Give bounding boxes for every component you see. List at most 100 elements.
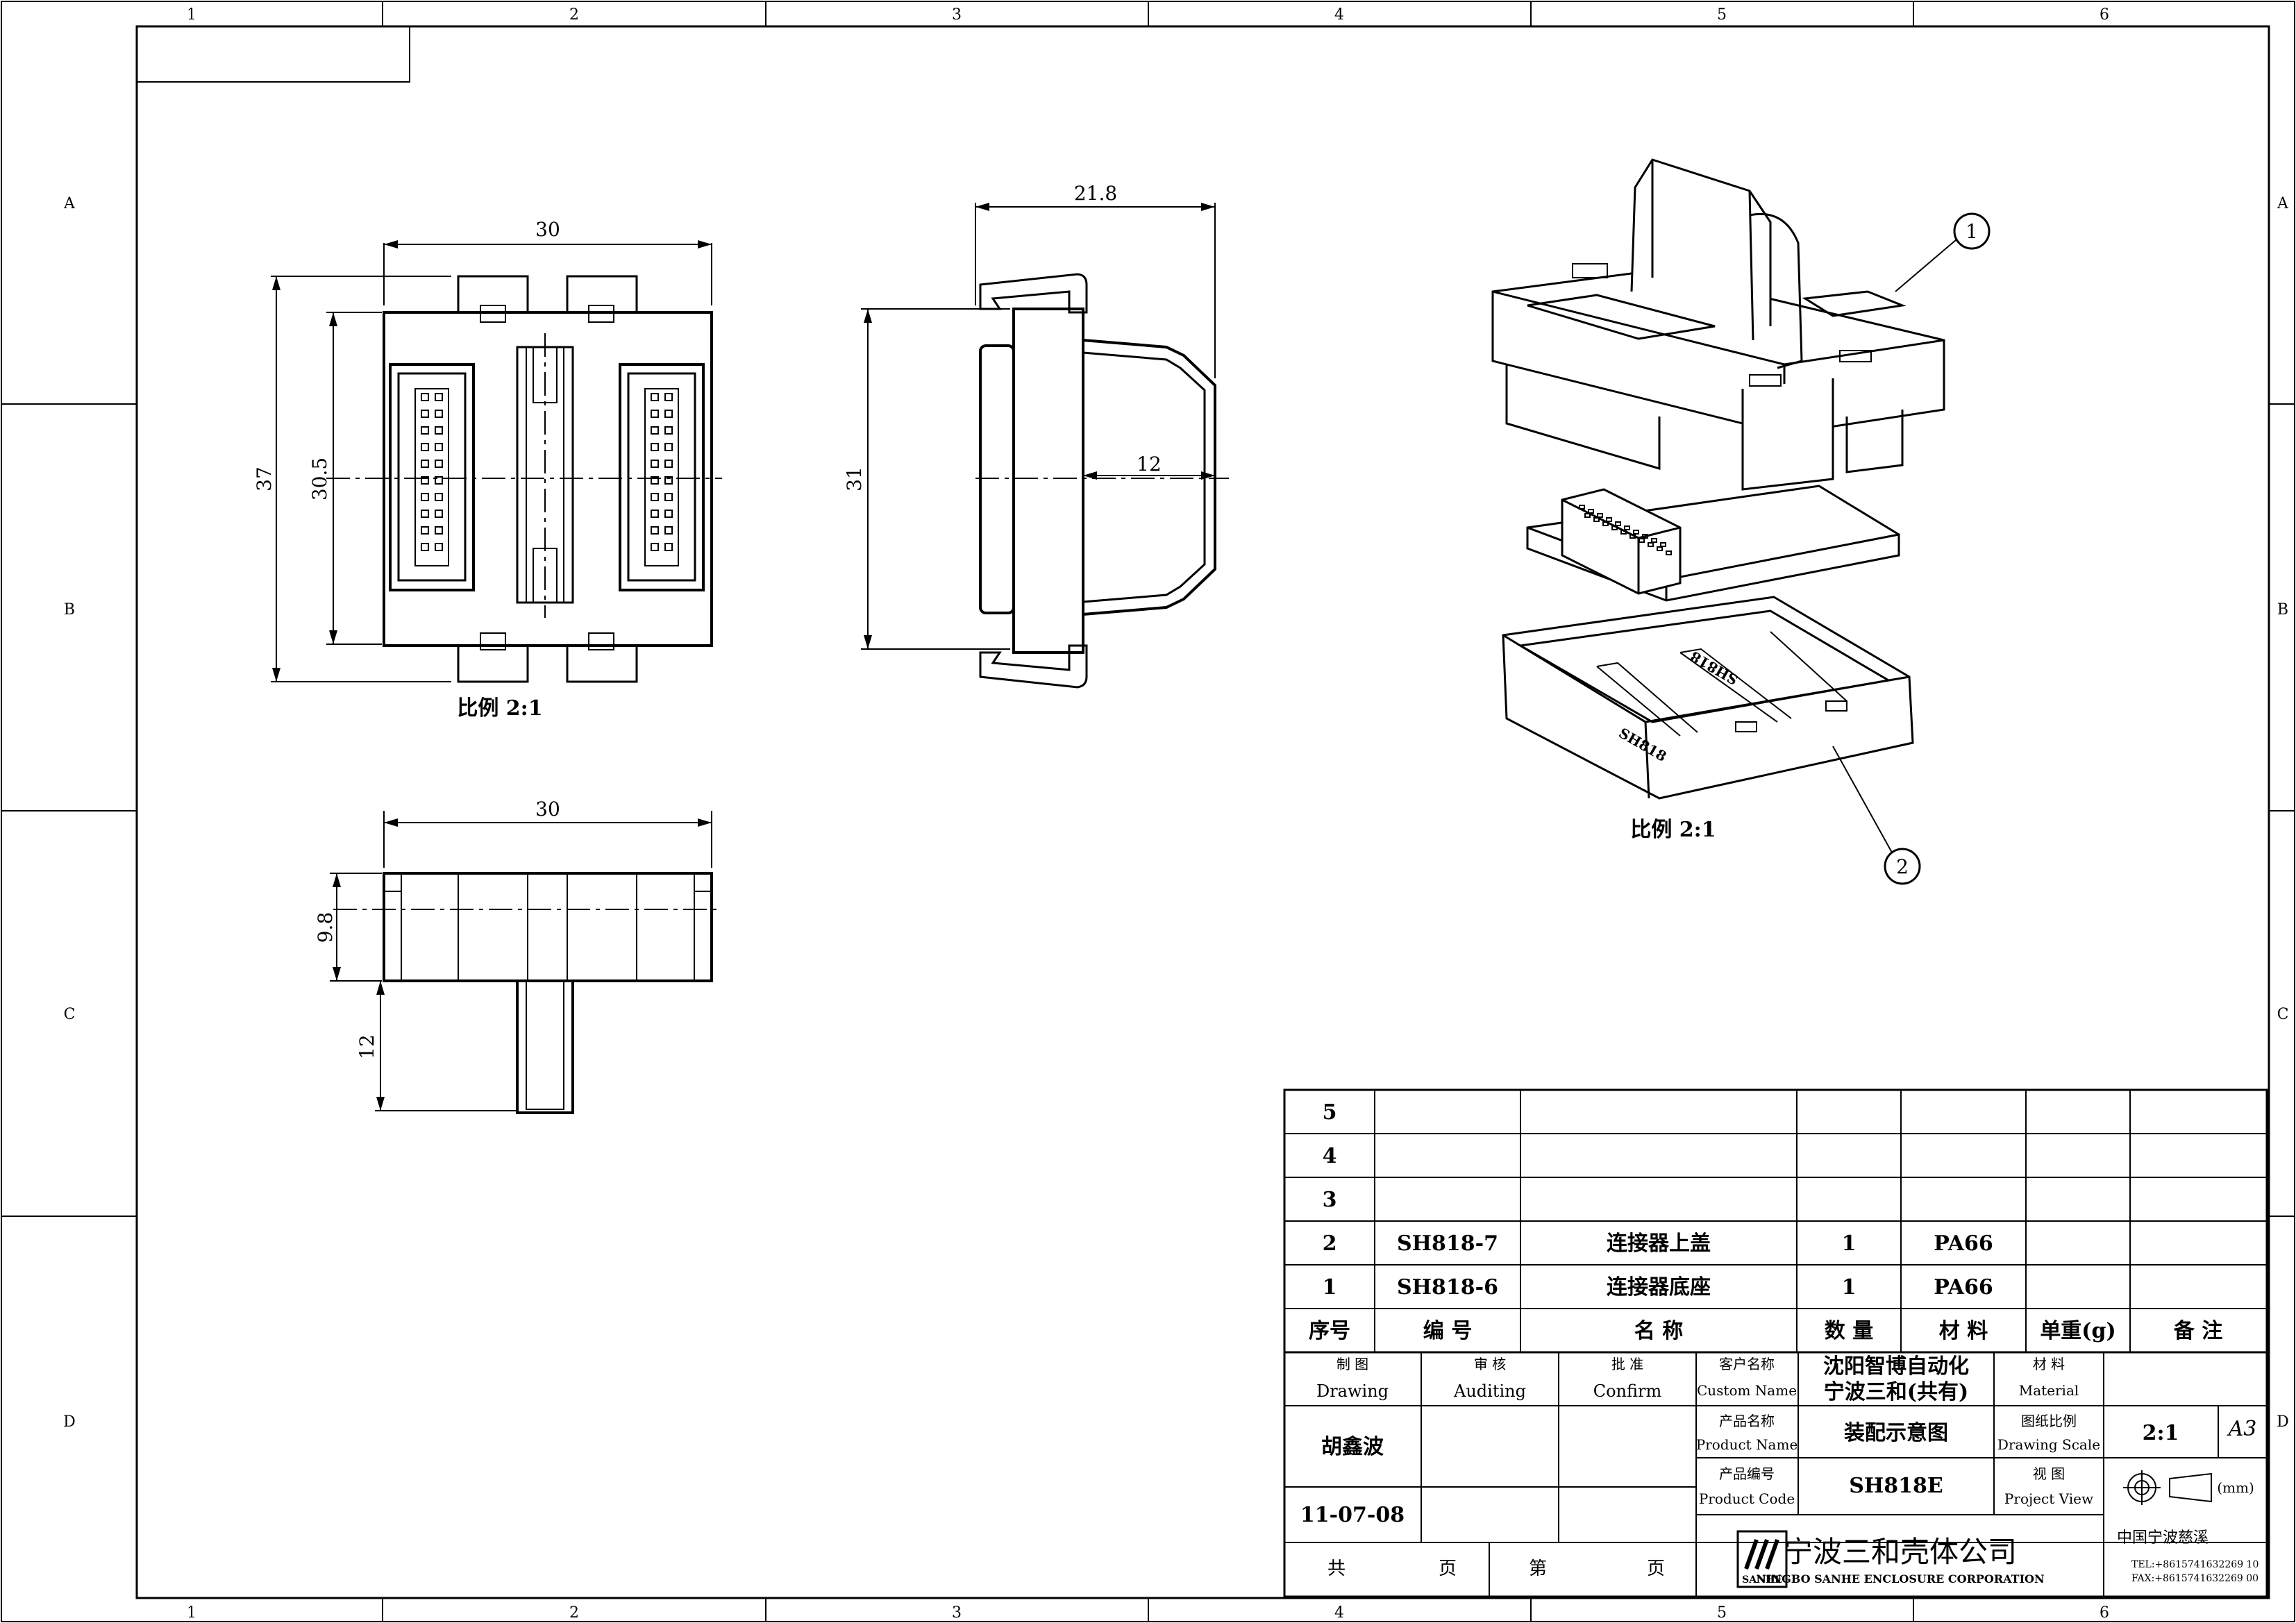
zone-col-4-bottom: 4 xyxy=(1334,1604,1344,1622)
pin-hole xyxy=(651,410,659,418)
pin-hole xyxy=(1633,530,1639,535)
tb-confirm-cn: 批 准 xyxy=(1611,1356,1643,1372)
parts-header-note: 备 注 xyxy=(2174,1319,2222,1343)
tb-company-cn: 宁波三和壳体公司 xyxy=(1784,1535,2017,1569)
front-dim-height-inner: 30.5 xyxy=(308,457,331,501)
pin-hole xyxy=(435,443,443,451)
pin-hole xyxy=(435,526,443,535)
tb-drawer-name: 胡鑫波 xyxy=(1321,1435,1384,1459)
tb-customer-cn: 客户名称 xyxy=(1719,1356,1775,1372)
sanhe-logo-icon: SANHE xyxy=(1736,1530,1788,1588)
pin-hole xyxy=(1648,542,1654,547)
bottom-dim-height: 9.8 xyxy=(314,912,337,943)
pin-hole xyxy=(435,476,443,485)
pin-hole xyxy=(651,526,659,535)
zone-col-5: 5 xyxy=(1717,6,1727,24)
pin-hole xyxy=(1579,505,1585,510)
iso-scale-label: 比例 2:1 xyxy=(1630,818,1716,842)
side-dim-handle: 12 xyxy=(1137,453,1162,476)
tb-page-cn-1: 页 xyxy=(1439,1558,1457,1579)
zone-col-6-bottom: 6 xyxy=(2100,1604,2109,1622)
pin-hole xyxy=(421,443,429,451)
pin-hole xyxy=(1611,525,1618,530)
parts-row-4-no: 4 xyxy=(1323,1144,1337,1168)
zone-col-5-bottom: 5 xyxy=(1717,1604,1727,1622)
pin-hole xyxy=(421,543,429,551)
balloon-2-label: 2 xyxy=(1896,855,1909,878)
tb-product-code-en: Product Code xyxy=(1699,1490,1795,1507)
pin-hole xyxy=(1639,538,1645,543)
pin-hole xyxy=(1606,517,1612,522)
tb-sheet-cn: 第 xyxy=(1529,1558,1547,1579)
parts-header-weight: 单重(g) xyxy=(2040,1319,2115,1343)
tb-product-name-cn: 产品名称 xyxy=(1719,1413,1775,1429)
pin-hole xyxy=(651,426,659,435)
pin-hole xyxy=(1597,513,1603,518)
pin-hole xyxy=(1657,546,1663,551)
zone-col-4: 4 xyxy=(1334,6,1344,24)
pin-hole xyxy=(651,543,659,551)
front-dim-width: 30 xyxy=(535,218,560,241)
parts-header-material: 材 料 xyxy=(1939,1319,1988,1343)
pin-hole xyxy=(421,476,429,485)
tb-drawing-en: Drawing xyxy=(1316,1381,1389,1401)
pin-hole xyxy=(1588,509,1594,514)
pin-hole xyxy=(1629,534,1636,539)
tb-confirm-en: Confirm xyxy=(1593,1381,1662,1401)
pin-hole xyxy=(664,526,673,535)
pin-hole xyxy=(664,443,673,451)
tb-scale-cn: 图纸比例 xyxy=(2021,1413,2077,1429)
projection-symbol-icon xyxy=(2123,1470,2212,1505)
tb-view-en: Project View xyxy=(2004,1490,2093,1507)
pin-hole xyxy=(421,393,429,401)
side-dim-height: 31 xyxy=(843,466,866,491)
tb-scale-en: Drawing Scale xyxy=(1997,1436,2100,1453)
pin-hole xyxy=(421,426,429,435)
tb-auditing-cn: 审 核 xyxy=(1474,1356,1506,1372)
zone-col-2-bottom: 2 xyxy=(569,1604,579,1622)
pin-hole xyxy=(651,510,659,518)
pin-hole xyxy=(435,426,443,435)
side-dim-width: 21.8 xyxy=(1074,182,1117,205)
tb-page-cn-2: 页 xyxy=(1647,1558,1665,1579)
zone-row-b-right: B xyxy=(2277,601,2288,619)
zone-row-b: B xyxy=(64,601,75,619)
pin-hole xyxy=(664,476,673,485)
parts-row-1-name: 连接器底座 xyxy=(1607,1275,1711,1300)
pin-hole xyxy=(421,526,429,535)
parts-row-1-code: SH818-6 xyxy=(1397,1275,1498,1300)
side-view: 21.8 31 12 xyxy=(843,182,1229,689)
parts-row-5-no: 5 xyxy=(1323,1100,1337,1125)
tb-location: 中国宁波慈溪 xyxy=(2117,1529,2209,1547)
tb-customer-en: Custom Name xyxy=(1697,1382,1797,1399)
pin-hole xyxy=(651,460,659,468)
parts-list: 5 4 3 2 SH818-7 连接器上盖 1 PA66 1 SH818-6 连… xyxy=(1283,1088,2268,1354)
pin-hole xyxy=(1651,538,1657,543)
zone-row-c-right: C xyxy=(2277,1006,2289,1023)
pin-hole xyxy=(435,460,443,468)
parts-row-2-qty: 1 xyxy=(1842,1231,1857,1256)
parts-header-no: 序号 xyxy=(1309,1319,1350,1343)
iso-lower-base: SH818 SH818 xyxy=(1502,596,1914,800)
tb-view-cn: 视 图 xyxy=(2033,1465,2065,1482)
front-scale-label: 比例 2:1 xyxy=(457,696,542,721)
front-dim-height-outer: 37 xyxy=(253,466,276,491)
pin-hole xyxy=(1593,517,1600,522)
pin-hole xyxy=(651,393,659,401)
tb-company-en: NINGBO SANHE ENCLOSURE CORPORATION xyxy=(1756,1572,2044,1586)
tb-customer-value-1: 沈阳智博自动化 xyxy=(1823,1354,1969,1379)
pin-hole xyxy=(664,543,673,551)
corner-box xyxy=(136,26,410,83)
pin-hole xyxy=(1602,521,1609,526)
tb-date: 11-07-08 xyxy=(1300,1503,1405,1527)
zone-row-d: D xyxy=(63,1413,76,1431)
isometric-view: SH818 SH818 1 2 比例 2:1 xyxy=(1491,158,1991,885)
pin-hole xyxy=(1642,534,1648,539)
tb-material-cn: 材 料 xyxy=(2033,1356,2065,1372)
zone-row-a-right: A xyxy=(2277,195,2289,212)
zone-col-3: 3 xyxy=(952,6,962,24)
pin-hole xyxy=(1615,521,1621,526)
zone-row-a: A xyxy=(63,195,76,212)
